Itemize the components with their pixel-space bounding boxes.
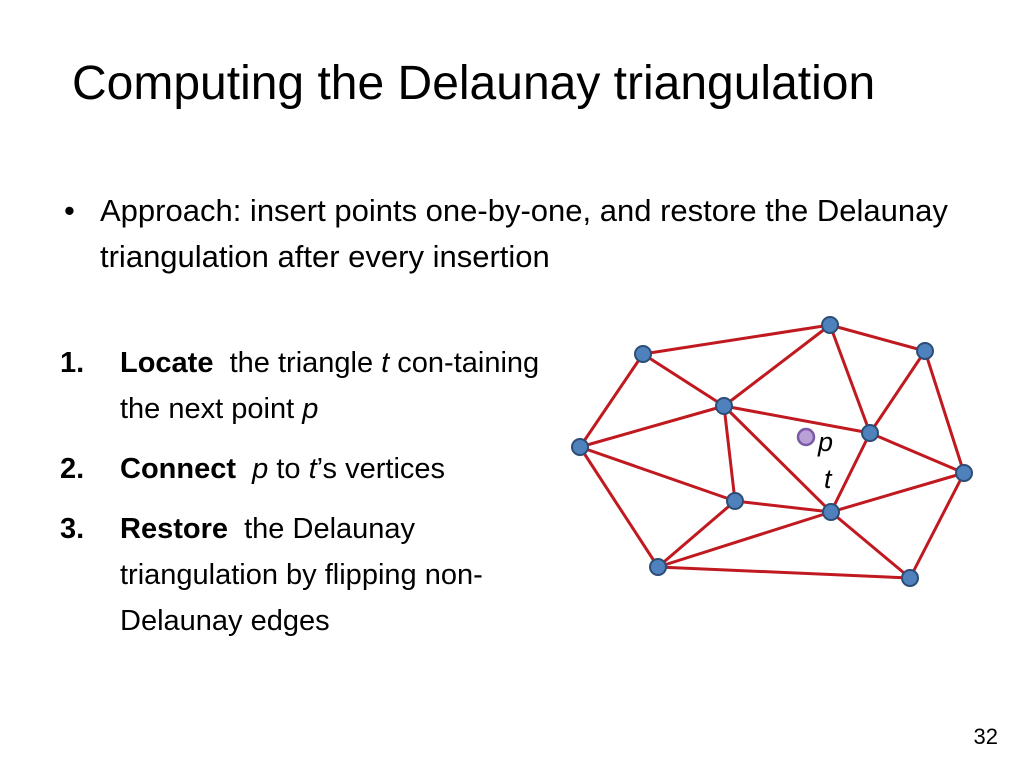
edge (578, 353, 645, 448)
edge (829, 323, 926, 353)
edge (579, 404, 725, 449)
bullet-text: Approach: insert points one-by-one, and … (100, 193, 948, 274)
step-keyword: Restore (120, 513, 228, 545)
step-connect: 2. Connect p to t’s vertices (60, 446, 560, 492)
edge (723, 404, 871, 435)
vertex (916, 342, 934, 360)
vertex (861, 424, 879, 442)
step-number: 1. (60, 347, 85, 379)
point-label-p: p (817, 427, 833, 457)
vertex (822, 503, 840, 521)
step-text: Connect p to t’s vertices (120, 446, 560, 492)
step-text: Locate the triangle t con-taining the ne… (120, 340, 560, 432)
edge (829, 432, 872, 513)
edge (657, 499, 736, 569)
step-text-part: the triangle (229, 347, 382, 379)
step-text-part: to (268, 453, 309, 485)
step-text-part: con-taining the next point (120, 347, 540, 425)
vertex (726, 492, 744, 510)
step-keyword: Connect (120, 453, 236, 485)
vertex (821, 316, 839, 334)
edge (578, 446, 660, 568)
step-number: 3. (60, 513, 85, 545)
triangulation-vertices (571, 316, 973, 587)
page-number: 32 (973, 724, 998, 749)
step-variable: t (381, 347, 390, 379)
triangle-label-t: t (824, 464, 833, 494)
edge (734, 499, 832, 514)
edge (657, 510, 832, 569)
edge (642, 323, 831, 356)
new-point-p (796, 427, 816, 447)
edge (723, 323, 831, 408)
edge (657, 565, 911, 580)
triangulation-diagram: p t (571, 316, 973, 587)
edge (923, 350, 966, 474)
edge (830, 471, 965, 514)
vertex (715, 397, 733, 415)
step-variable: p (252, 453, 269, 485)
bullet-dot: • (64, 193, 75, 228)
edge (830, 510, 911, 580)
edge (868, 350, 927, 434)
vertex (955, 464, 973, 482)
triangulation-edges (578, 323, 966, 580)
edge (828, 324, 872, 434)
step-text-part: ’s vertices (316, 453, 446, 485)
vertex (634, 345, 652, 363)
steps-list: 1. Locate the triangle t con-taining the… (60, 340, 560, 658)
edge (869, 431, 965, 475)
edge (579, 445, 736, 503)
edge (642, 352, 725, 408)
edge (722, 405, 737, 502)
step-variable: p (302, 393, 319, 425)
step-number: 2. (60, 453, 85, 485)
step-locate: 1. Locate the triangle t con-taining the… (60, 340, 560, 432)
step-keyword: Locate (120, 347, 214, 379)
vertex (649, 558, 667, 576)
step-text-part: the Delaunay triangulation by flipping n… (120, 513, 483, 637)
step-restore: 3. Restore the Delaunay triangulation by… (60, 506, 560, 644)
step-text: Restore the Delaunay triangulation by fl… (120, 506, 560, 644)
step-variable: t (308, 453, 317, 485)
slide-title: Computing the Delaunay triangulation (72, 57, 876, 110)
vertex (901, 569, 919, 587)
edge (722, 404, 833, 514)
vertex (571, 438, 589, 456)
edge (908, 472, 966, 579)
